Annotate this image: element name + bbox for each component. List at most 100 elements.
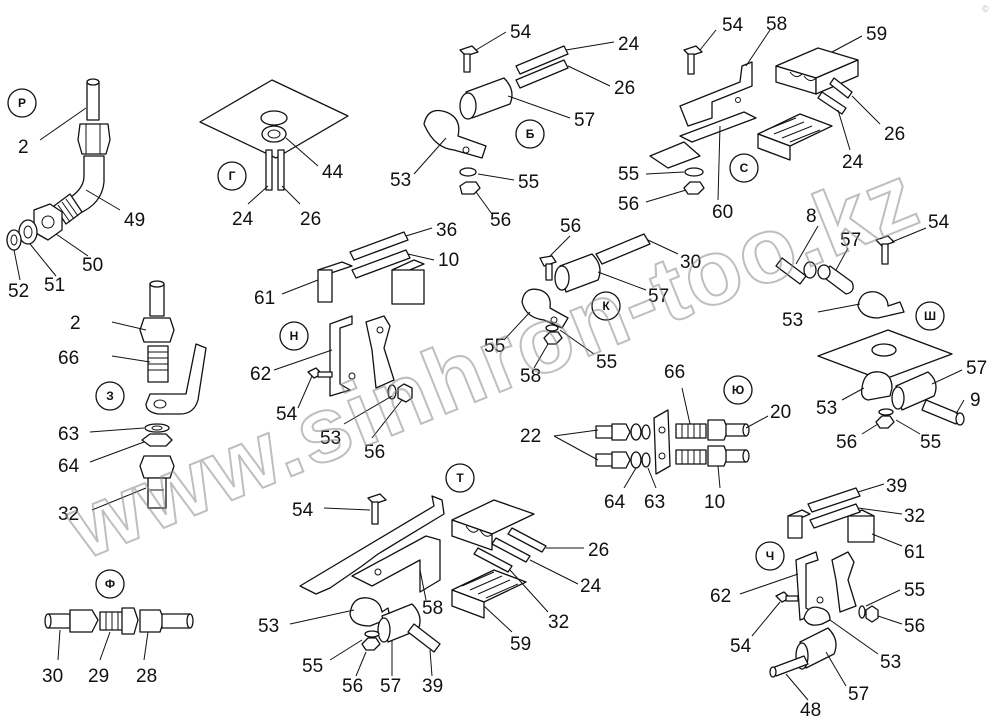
plate-60 (679, 111, 757, 143)
tube-32-t (473, 547, 513, 573)
label-s-56: 56 (618, 194, 639, 215)
group-ch: Ч (710, 476, 925, 721)
label-g-26: 26 (300, 209, 321, 230)
nut-56-sh (875, 415, 895, 429)
label-k-58: 58 (520, 366, 541, 387)
label-t-24: 24 (580, 576, 602, 597)
label-yu-20: 20 (770, 402, 791, 423)
nut-50 (33, 203, 63, 241)
nut-30-f (69, 609, 99, 633)
label-k-55a: 55 (484, 336, 505, 357)
label-t-55: 55 (302, 656, 323, 677)
label-b-26: 26 (614, 78, 635, 99)
clamp-53-b (423, 109, 487, 159)
washer-52 (6, 229, 22, 251)
label-sh-57a: 57 (840, 230, 861, 251)
sleeve-57-b (465, 77, 513, 119)
label-sh-57b: 57 (966, 358, 987, 379)
label-n-56: 56 (364, 442, 385, 463)
label-ch-61: 61 (904, 542, 925, 563)
bracket-62-right (365, 315, 395, 389)
group-z: З 2 66 63 64 32 (58, 280, 207, 525)
label-r-51: 51 (44, 275, 65, 296)
tube-9 (921, 399, 961, 425)
badge-f-text: Ф (105, 577, 115, 591)
label-t-58: 58 (422, 598, 443, 619)
label-sh-53a: 53 (782, 310, 803, 331)
fitting-66-top (675, 423, 707, 439)
label-ch-54: 54 (730, 636, 752, 657)
badge-ch (755, 541, 785, 571)
nut-32-z (139, 455, 175, 509)
badge-t-text: Т (456, 471, 464, 485)
group-n: Н 36 10 61 62 54 53 56 (250, 220, 459, 463)
badge-f (95, 569, 125, 599)
washer-51 (18, 219, 38, 245)
tube-26-t (507, 527, 547, 553)
badge-z-text: З (106, 389, 114, 403)
label-b-55: 55 (518, 172, 539, 193)
label-b-56: 56 (490, 210, 511, 231)
bracket-58-t (299, 495, 445, 595)
label-t-53: 53 (258, 616, 279, 637)
tube-39-t (407, 623, 441, 653)
label-f-28: 28 (136, 666, 157, 687)
label-b-53: 53 (390, 170, 411, 191)
washer-55-b (459, 167, 477, 177)
label-g-44: 44 (322, 162, 344, 183)
block-59-t-top (451, 499, 535, 551)
label-n-62: 62 (250, 364, 271, 385)
washer-63-z (144, 423, 170, 433)
label-s-58: 58 (766, 14, 787, 35)
label-k-57: 57 (648, 286, 669, 307)
label-t-57: 57 (380, 676, 401, 697)
washer-63-bottom (641, 452, 651, 468)
tube-26-b (515, 59, 569, 89)
block-61-n (317, 259, 425, 305)
label-sh-54: 54 (928, 212, 950, 233)
washer-55-s (684, 167, 704, 177)
tube-26-g (277, 149, 285, 191)
badge-sh-text: Ш (924, 309, 936, 323)
label-yu-10: 10 (704, 492, 725, 513)
label-ch-32: 32 (904, 506, 925, 527)
clamp-53-sh-bottom (860, 371, 893, 401)
nut-56-n (397, 383, 413, 403)
label-s-26: 26 (884, 124, 905, 145)
label-z-64: 64 (58, 456, 80, 477)
clamp-53-sh-top (857, 291, 905, 319)
nut-28 (139, 609, 165, 633)
badge-g-text: Г (229, 169, 236, 183)
washer-55-t (364, 630, 380, 638)
nut-56-t (361, 637, 381, 651)
label-b-54: 54 (510, 22, 532, 43)
label-s-54: 54 (722, 15, 744, 36)
badge-k-text: К (602, 299, 610, 313)
block-61-ch (787, 509, 875, 543)
label-s-24: 24 (842, 152, 864, 173)
tube-30-k (595, 233, 651, 265)
label-n-10: 10 (438, 250, 459, 271)
tube-8 (775, 257, 807, 285)
bolt-54-t (367, 493, 387, 525)
group-r: Р 2 49 50 51 52 (6, 78, 145, 302)
tube-36 (349, 231, 409, 261)
fitting-66-bottom (675, 449, 707, 465)
group-g: Г 44 24 26 (199, 79, 349, 230)
label-sh-53b: 53 (816, 398, 837, 419)
badge-s-text: С (740, 161, 749, 175)
washer-n (387, 384, 397, 400)
bracket-58-s (679, 61, 753, 127)
fitting-22-top (595, 423, 631, 441)
label-t-59: 59 (510, 634, 531, 655)
group-b: Б 54 24 26 57 53 55 56 (390, 22, 640, 231)
washer-63-top (641, 424, 651, 440)
pad-60 (649, 141, 701, 169)
badge-b (515, 119, 545, 149)
label-r-50: 50 (82, 255, 103, 276)
label-ch-48: 48 (800, 700, 821, 721)
union-29 (99, 607, 139, 635)
label-r-2: 2 (18, 137, 29, 158)
badge-r-text: Р (18, 96, 26, 110)
label-n-54: 54 (276, 404, 298, 425)
